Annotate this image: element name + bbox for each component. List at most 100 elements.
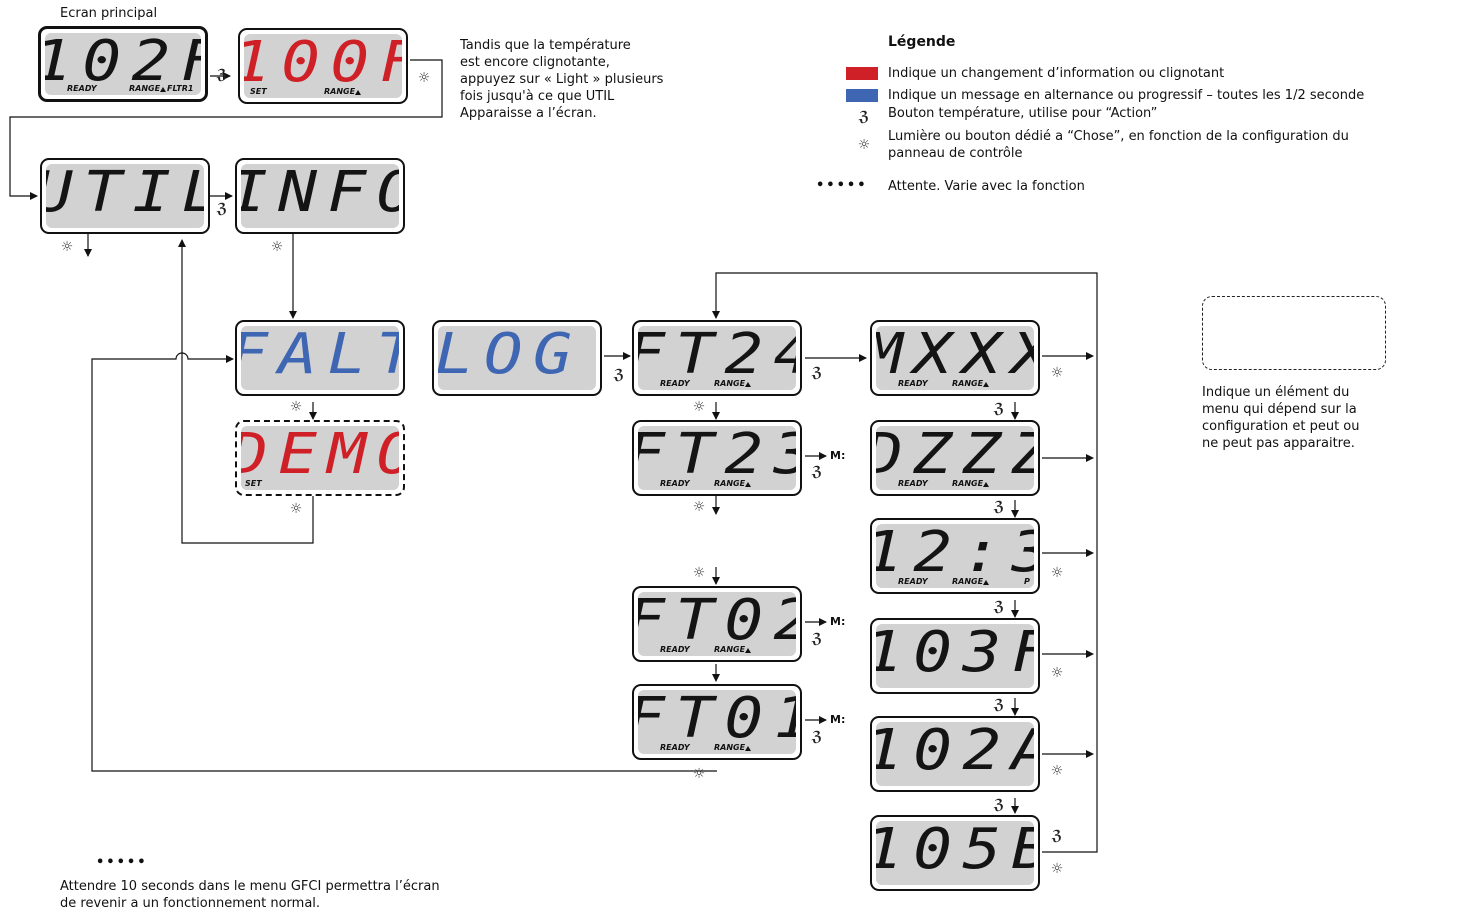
range-indicator	[745, 648, 751, 653]
main-screen-label: Ecran principal	[60, 6, 158, 21]
sun-icon: ☼	[60, 239, 74, 255]
lcd-range-label: RANGE	[952, 577, 984, 586]
range-indicator	[745, 746, 751, 751]
lcd-text: FT01	[638, 690, 796, 751]
temperature-button-icon: ℨ	[993, 401, 1005, 417]
range-indicator	[160, 87, 166, 92]
lcd-ready-label: READY	[660, 743, 690, 752]
lcd-set-temperature: 100F SET RANGE	[238, 28, 408, 104]
note-line: ne peut pas apparaitre.	[1202, 436, 1355, 451]
legend-blue-text: Indique un message en alternance ou prog…	[888, 88, 1365, 103]
legend-temp-text: Bouton température, utilise pour “Action…	[888, 106, 1158, 121]
range-indicator	[745, 382, 751, 387]
lcd-mxxx: MXXX READY RANGE	[870, 320, 1040, 396]
sun-icon: ☼	[692, 499, 706, 515]
lcd-range-label: RANGE	[952, 479, 984, 488]
lcd-text: 102A	[876, 722, 1034, 783]
lcd-text: 105B	[876, 821, 1034, 882]
sun-icon: ☼	[692, 565, 706, 581]
instruction-line: Tandis que la température	[460, 38, 631, 53]
sun-icon: ☼	[270, 239, 284, 255]
sun-icon: ☼	[1050, 365, 1064, 381]
lcd-range-label: RANGE	[324, 87, 356, 96]
lcd-text: DZZZ	[876, 426, 1034, 487]
lcd-text: UTIL	[46, 164, 204, 225]
temperature-button-icon: ℨ	[811, 631, 823, 647]
lcd-range-label: RANGE	[714, 645, 746, 654]
sun-icon: ☼	[417, 70, 431, 86]
lcd-ready-label: READY	[898, 479, 928, 488]
lcd-ready-label: READY	[898, 577, 928, 586]
lcd-text: DEMO	[241, 426, 399, 487]
lcd-text: INFO	[241, 164, 399, 225]
range-indicator	[983, 580, 989, 585]
legend-blue-swatch	[846, 89, 878, 102]
legend-red-text: Indique un changement d’information ou c…	[888, 66, 1225, 81]
lcd-ready-label: READY	[660, 645, 690, 654]
lcd-set-label: SET	[250, 87, 267, 96]
lcd-ready-label: READY	[660, 479, 690, 488]
instruction-text: Tandis que la température est encore cli…	[460, 37, 663, 122]
note-line: Attendre 10 seconds dans le menu GFCI pe…	[60, 879, 440, 894]
legend-wait-dots: •••••	[816, 178, 868, 193]
lcd-range-label: RANGE	[714, 479, 746, 488]
lcd-ft02: FT02 READY RANGE	[632, 586, 802, 662]
sun-icon: ☼	[692, 399, 706, 415]
lcd-demo: DEMO SET	[235, 420, 405, 496]
temperature-button-icon: ℨ	[993, 697, 1005, 713]
sun-icon: ☼	[692, 766, 706, 782]
optional-element-sample	[1202, 296, 1386, 370]
lcd-range-label: RANGE	[714, 379, 746, 388]
range-indicator	[355, 90, 361, 95]
lcd-text: FT24	[638, 326, 796, 387]
temperature-button-icon: ℨ	[811, 729, 823, 745]
bottom-wait-dots: •••••	[96, 855, 148, 870]
lcd-pm-label: P	[1024, 577, 1030, 586]
lcd-ready-label: READY	[898, 379, 928, 388]
lcd-time: 12:32 READY RANGE P	[870, 518, 1040, 594]
legend-red-swatch	[846, 67, 878, 80]
legend-title: Légende	[888, 34, 956, 50]
m-label: M:	[830, 615, 846, 628]
lcd-ft24: FT24 READY RANGE	[632, 320, 802, 396]
temperature-button-icon: ℨ	[811, 464, 823, 480]
temperature-button-icon: ℨ	[216, 201, 228, 217]
sun-icon: ☼	[1050, 665, 1064, 681]
sun-icon: ☼	[857, 137, 871, 153]
lcd-text: MXXX	[876, 326, 1034, 387]
instruction-line: Apparaisse a l’écran.	[460, 106, 597, 121]
temperature-button-icon: ℨ	[993, 797, 1005, 813]
lcd-text: 103F	[876, 624, 1034, 685]
temperature-button-icon: ℨ	[811, 365, 823, 381]
lcd-range-label: RANGE	[952, 379, 984, 388]
temperature-button-icon: ℨ	[858, 109, 870, 125]
instruction-line: fois jusqu'à ce que UTIL	[460, 89, 615, 104]
lcd-dzzz: DZZZ READY RANGE	[870, 420, 1040, 496]
sun-icon: ☼	[1050, 763, 1064, 779]
sun-icon: ☼	[289, 399, 303, 415]
lcd-info: INFO	[235, 158, 405, 234]
legend-light-line: Lumière ou bouton dédié a “Chose”, en fo…	[888, 129, 1349, 144]
lcd-text: LOG	[438, 326, 583, 387]
lcd-text: 100F	[244, 34, 402, 95]
m-label: M:	[830, 449, 846, 462]
sun-icon: ☼	[289, 501, 303, 517]
temperature-button-icon: ℨ	[993, 599, 1005, 615]
lcd-text: 102F	[45, 33, 201, 94]
m-label: M:	[830, 713, 846, 726]
range-indicator	[745, 482, 751, 487]
lcd-range-label: RANGE	[714, 743, 746, 752]
lcd-text: FALT	[241, 326, 399, 387]
optional-element-note: Indique un élément du menu qui dépend su…	[1202, 384, 1360, 452]
lcd-main-screen: 102F READY RANGE FLTR1	[38, 26, 208, 102]
lcd-log: LOG	[432, 320, 602, 396]
temperature-button-icon: ℨ	[613, 367, 625, 383]
lcd-text: FT23	[638, 426, 796, 487]
range-indicator	[983, 382, 989, 387]
legend-light-line: panneau de contrôle	[888, 146, 1023, 161]
sun-icon: ☼	[1050, 861, 1064, 877]
lcd-text: 12:32	[876, 524, 1034, 585]
lcd-range-label: RANGE	[129, 84, 161, 93]
